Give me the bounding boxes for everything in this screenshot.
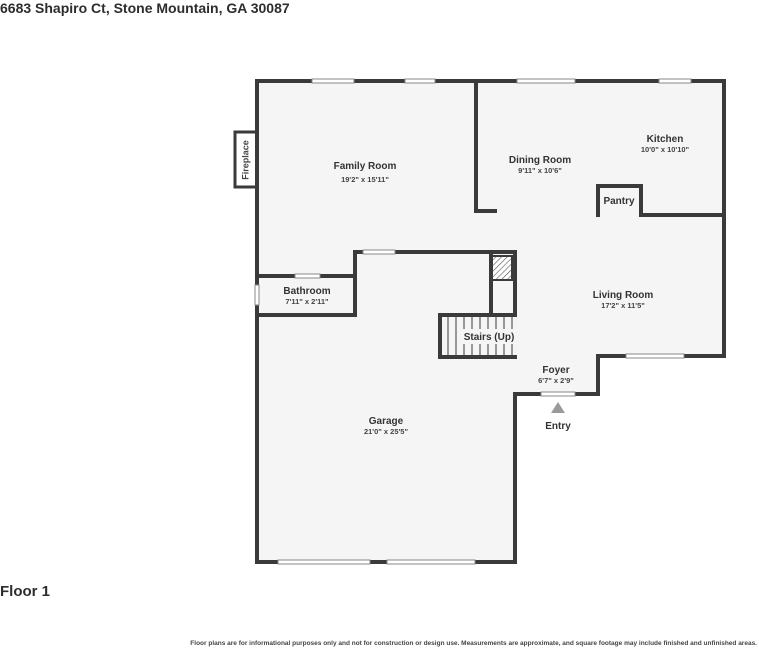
entry-arrow <box>551 402 565 413</box>
closet-hatch <box>491 255 513 281</box>
disclaimer: Floor plans are for informational purpos… <box>190 640 757 647</box>
dining-room-dims: 9'11" x 10'6" <box>518 166 562 175</box>
windows <box>254 78 692 565</box>
pantry-label: Pantry <box>603 196 635 207</box>
floor-area <box>257 81 724 562</box>
family-room-label: Family Room <box>334 161 397 172</box>
garage-dims: 21'0" x 25'5" <box>364 427 408 436</box>
living-room-label: Living Room <box>593 290 654 301</box>
garage-label: Garage <box>369 416 404 427</box>
floor-label: Floor 1 <box>0 583 51 600</box>
family-room-dims: 19'2" x 15'11" <box>341 175 389 184</box>
kitchen-dims: 10'0" x 10'10" <box>641 145 690 154</box>
kitchen-label: Kitchen <box>647 134 684 145</box>
foyer-label: Foyer <box>542 365 569 376</box>
foyer-dims: 6'7" x 2'9" <box>538 376 574 385</box>
property-address: 6683 Shapiro Ct, Stone Mountain, GA 3008… <box>0 0 290 16</box>
bathroom-dims: 7'11" x 2'11" <box>285 297 329 306</box>
living-room-dims: 17'2" x 11'5" <box>601 301 645 310</box>
bathroom-label: Bathroom <box>283 286 330 297</box>
stairs-label: Stairs (Up) <box>464 332 515 343</box>
entry-label: Entry <box>545 421 571 432</box>
fireplace-label: Fireplace <box>240 140 250 180</box>
dining-room-label: Dining Room <box>509 155 571 166</box>
